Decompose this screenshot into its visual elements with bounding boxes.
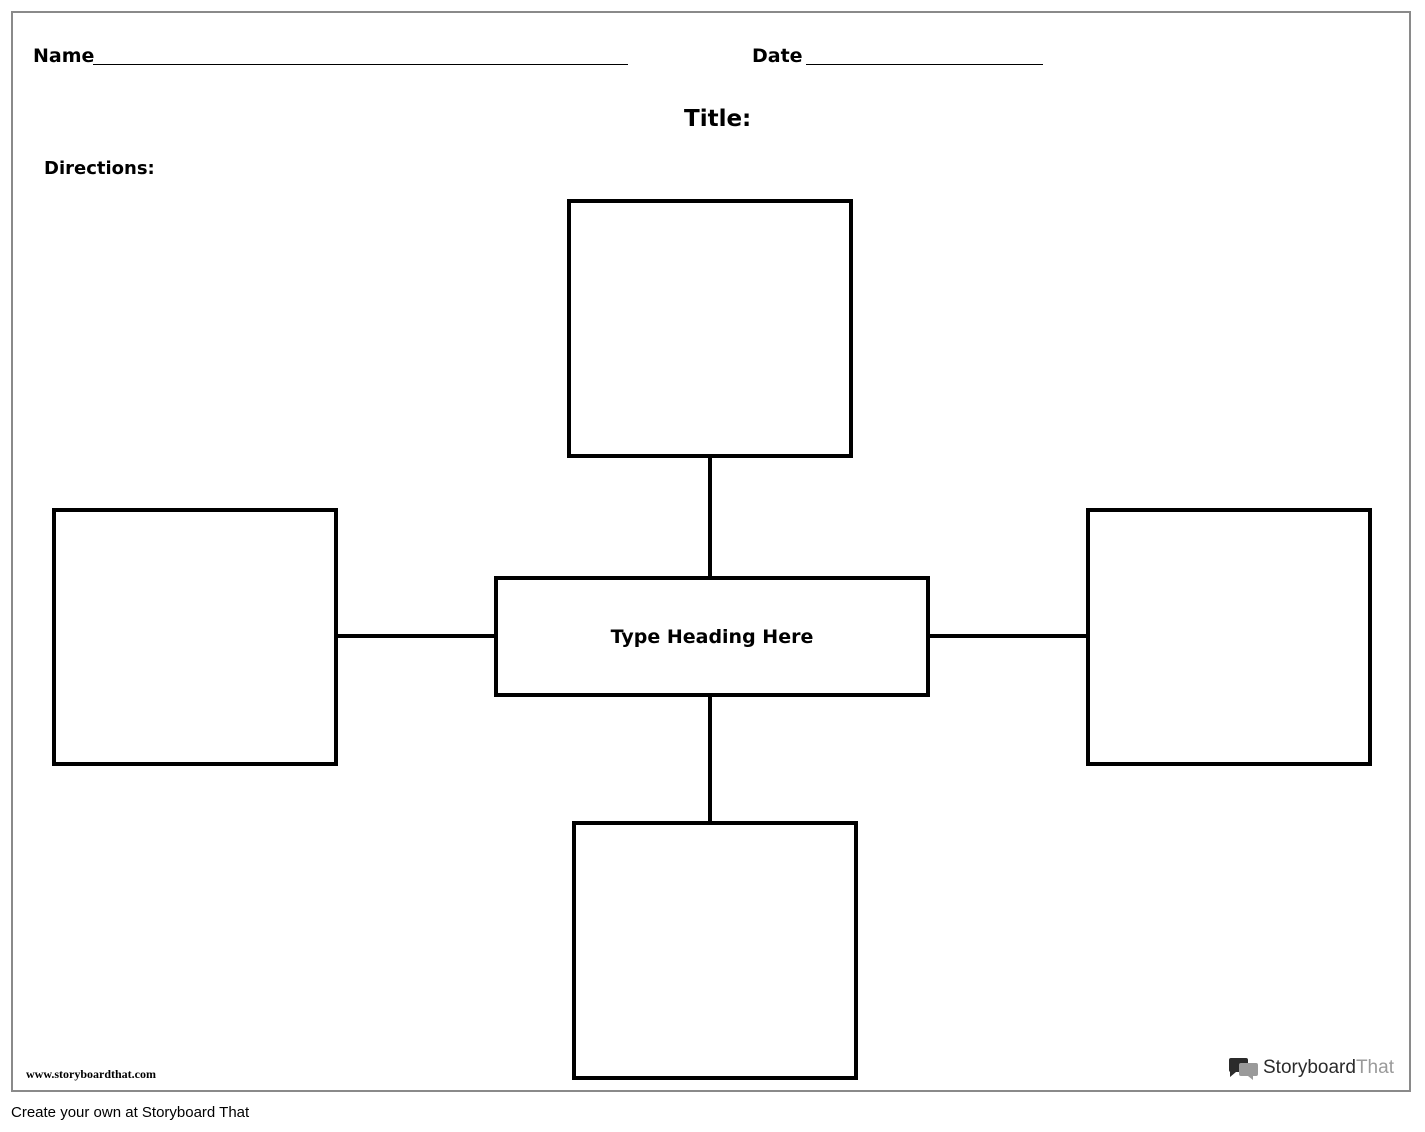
storyboardthat-logo: StoryboardThat	[1227, 1055, 1394, 1081]
title-label: Title:	[684, 106, 752, 132]
logo-word-that: That	[1355, 1057, 1394, 1078]
date-label: Date	[752, 45, 803, 67]
connector-left	[338, 634, 494, 638]
right-box[interactable]	[1086, 508, 1372, 766]
logo-word-storyboard: Storyboard	[1263, 1057, 1356, 1078]
bottom-box[interactable]	[572, 821, 858, 1080]
footer-link[interactable]: Create your own at Storyboard That	[11, 1104, 250, 1121]
website-url: www.storyboardthat.com	[26, 1067, 156, 1081]
name-label: Name	[33, 45, 95, 67]
left-box[interactable]	[52, 508, 338, 766]
date-field-line[interactable]	[806, 64, 1043, 65]
connector-bottom	[708, 697, 712, 821]
connector-right	[930, 634, 1086, 638]
speech-bubbles-icon	[1227, 1055, 1259, 1081]
center-heading-box[interactable]: Type Heading Here	[494, 576, 930, 697]
connector-top	[708, 458, 712, 576]
directions-label: Directions:	[44, 158, 155, 179]
center-heading-text: Type Heading Here	[610, 625, 814, 648]
name-field-line[interactable]	[93, 64, 628, 65]
top-box[interactable]	[567, 199, 853, 458]
